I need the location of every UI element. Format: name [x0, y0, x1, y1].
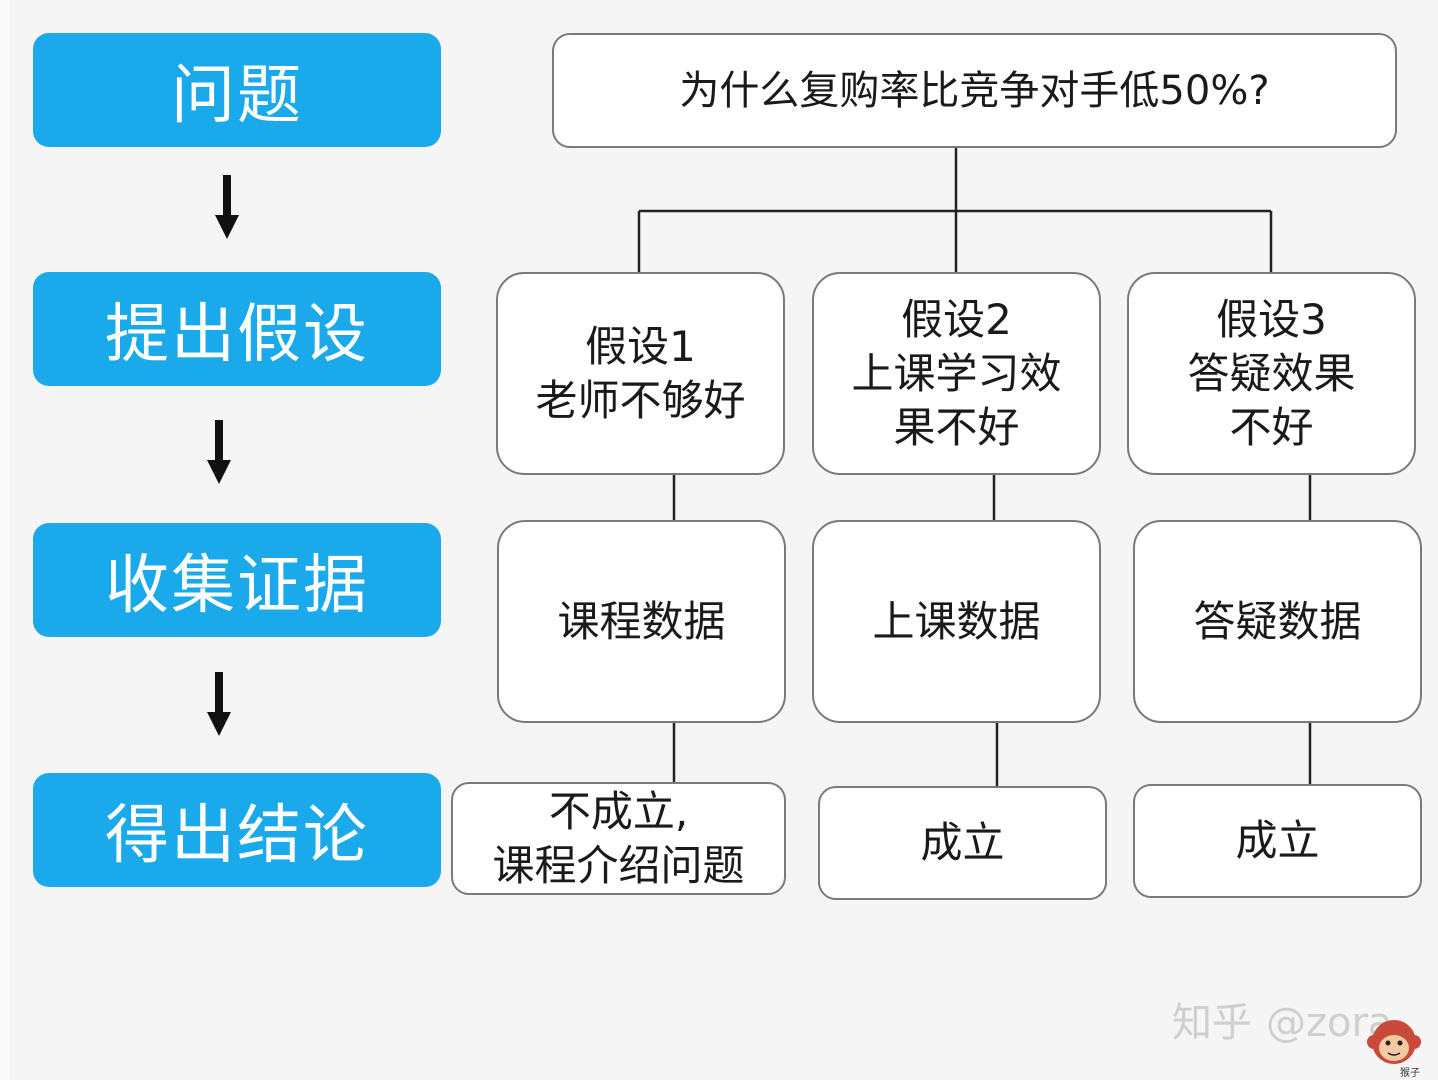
- conclusion-text: 成立: [920, 818, 1005, 867]
- hypothesis-box-2: 假设2 上课学习效 果不好: [812, 272, 1101, 475]
- watermark: 知乎 @zora: [1172, 1000, 1392, 1046]
- hypothesis-title: 假设2: [901, 294, 1012, 344]
- conclusion-box-3: 成立: [1133, 784, 1422, 898]
- conclusion-text: 成立: [1235, 816, 1320, 865]
- monkey-avatar-icon: [1367, 1020, 1421, 1064]
- conclusion-text: 不成立,: [548, 786, 689, 836]
- conclusion-text: 课程介绍问题: [492, 840, 745, 890]
- step-problem: 问题: [33, 33, 441, 147]
- question-text: 为什么复购率比竞争对手低50%?: [679, 67, 1270, 114]
- step-evidence: 收集证据: [33, 523, 441, 637]
- evidence-text: 答疑数据: [1193, 596, 1362, 646]
- evidence-box-3: 答疑数据: [1133, 520, 1422, 723]
- hypothesis-text: 答疑效果: [1187, 348, 1356, 398]
- down-arrow-icon: [207, 420, 231, 484]
- evidence-text: 课程数据: [557, 596, 726, 646]
- evidence-text: 上课数据: [872, 596, 1041, 646]
- hypothesis-text: 老师不够好: [535, 375, 746, 425]
- step-hypothesis: 提出假设: [33, 272, 441, 386]
- hypothesis-text: 果不好: [893, 402, 1020, 452]
- mascot-label: 猴子: [1400, 1068, 1420, 1079]
- down-arrow-icon: [215, 175, 239, 239]
- hypothesis-box-3: 假设3 答疑效果 不好: [1127, 272, 1416, 475]
- hypothesis-title: 假设3: [1216, 294, 1327, 344]
- evidence-box-1: 课程数据: [497, 520, 786, 723]
- hypothesis-box-1: 假设1 老师不够好: [496, 272, 785, 475]
- down-arrow-icon: [207, 672, 231, 736]
- step-conclusion: 得出结论: [33, 773, 441, 887]
- watermark-site: 知乎: [1172, 1000, 1252, 1046]
- evidence-box-2: 上课数据: [812, 520, 1101, 723]
- hypothesis-text: 不好: [1229, 402, 1314, 452]
- question-box: 为什么复购率比竞争对手低50%?: [552, 33, 1397, 148]
- conclusion-box-1: 不成立, 课程介绍问题: [451, 782, 786, 895]
- conclusion-box-2: 成立: [818, 786, 1107, 900]
- hypothesis-title: 假设1: [585, 321, 696, 371]
- hypothesis-text: 上课学习效: [851, 348, 1062, 398]
